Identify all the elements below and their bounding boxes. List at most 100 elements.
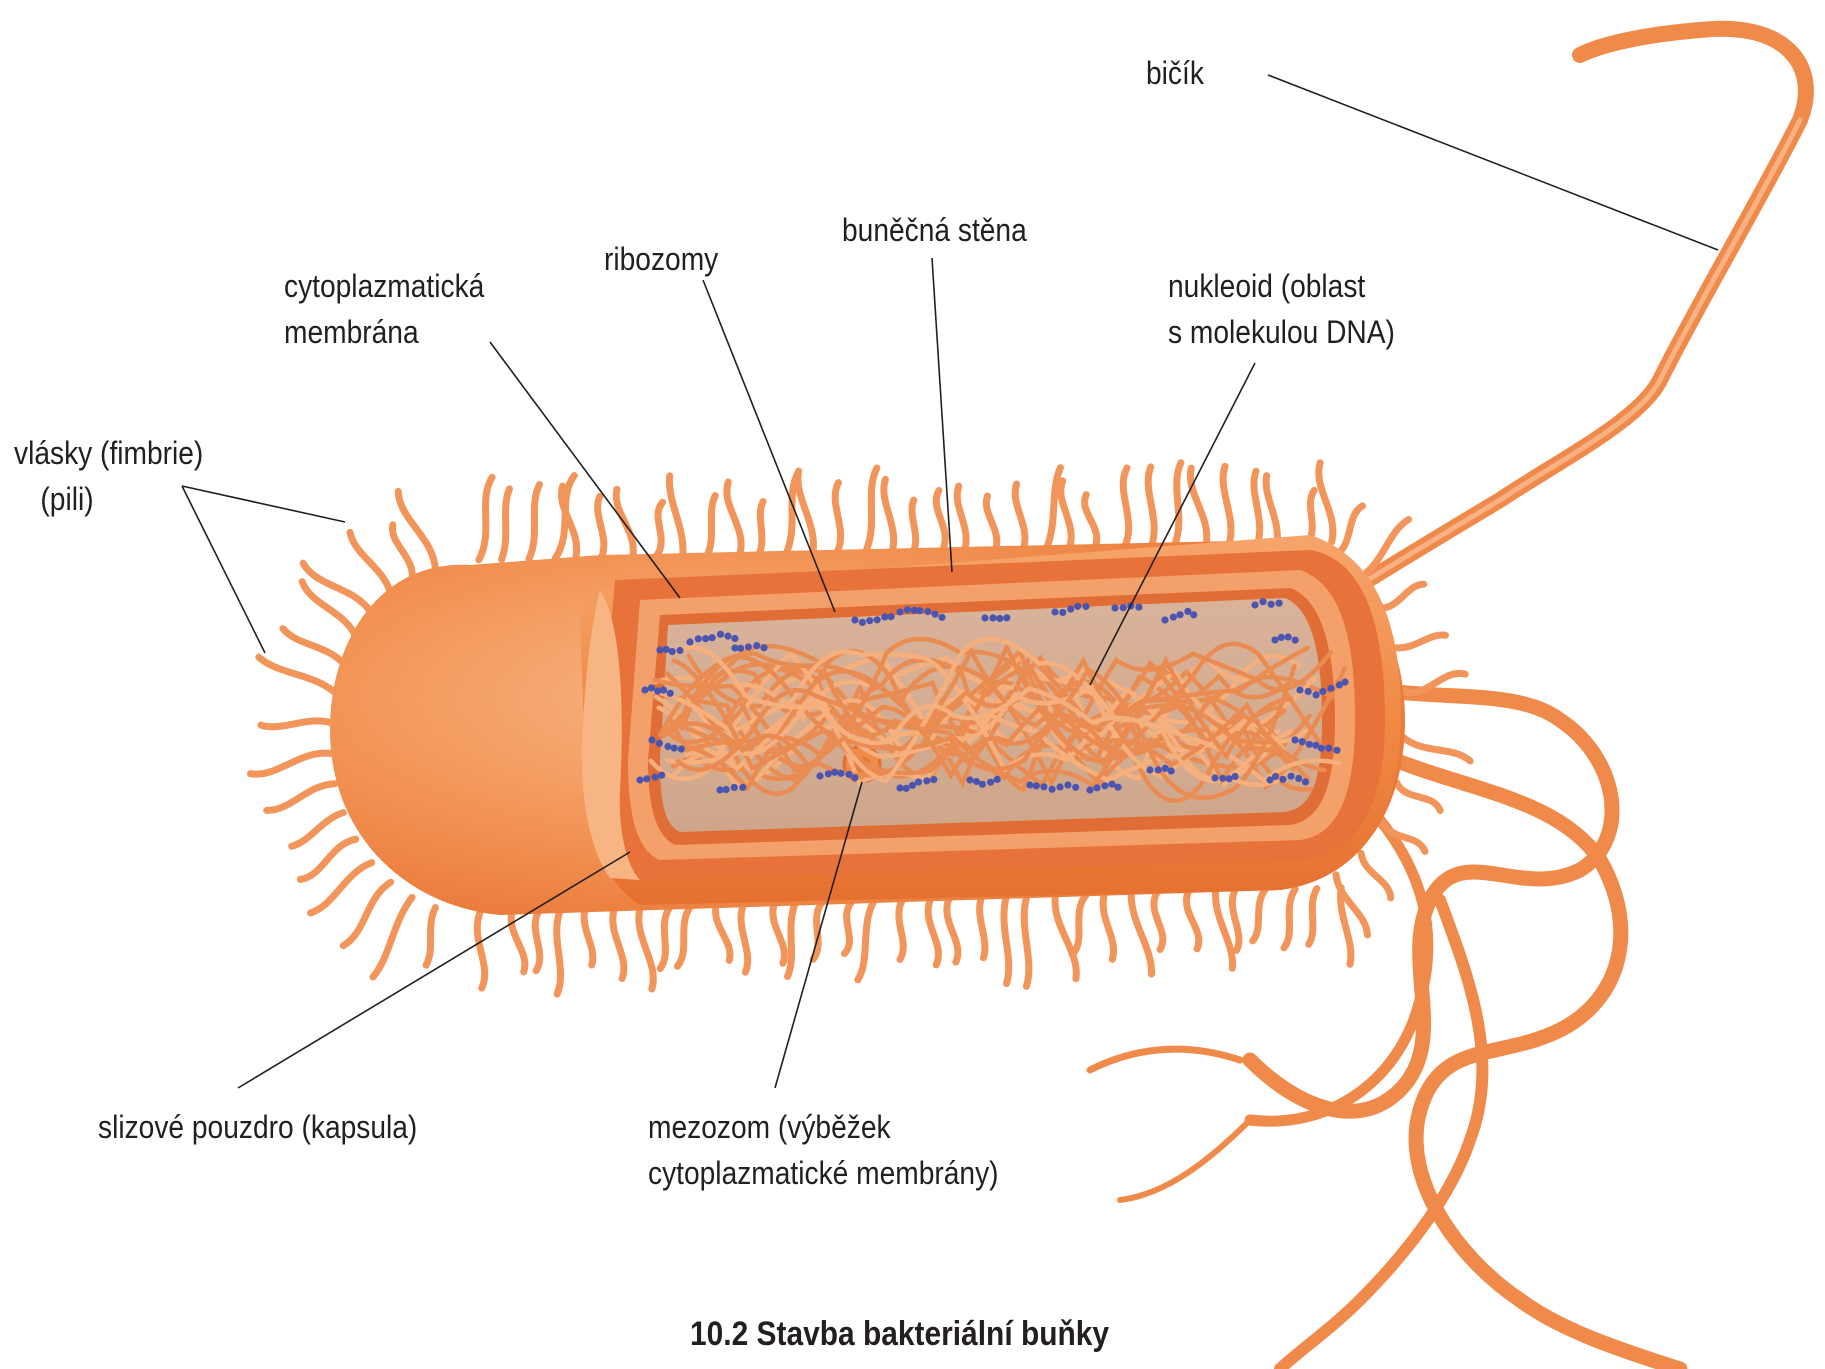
ribosome bbox=[1114, 784, 1121, 791]
ribosome bbox=[979, 781, 986, 788]
ribosome bbox=[669, 648, 676, 655]
pilus bbox=[535, 910, 540, 970]
ribosome bbox=[1120, 604, 1127, 611]
ribosome bbox=[1059, 609, 1066, 616]
pilus bbox=[741, 905, 748, 972]
pilus bbox=[300, 839, 356, 879]
ribosome bbox=[658, 772, 665, 779]
ribosome bbox=[1305, 688, 1312, 695]
label-nucleoid: nukleoid (oblast s molekulou DNA) bbox=[1168, 263, 1395, 355]
pilus bbox=[479, 477, 492, 560]
ribosome bbox=[881, 613, 888, 620]
ribosome bbox=[1003, 614, 1010, 621]
pilus bbox=[1004, 897, 1009, 983]
ribosome bbox=[717, 631, 724, 638]
ribosome bbox=[1026, 781, 1033, 788]
ribosome bbox=[1033, 782, 1040, 789]
ribosome bbox=[664, 743, 671, 750]
pilus bbox=[1382, 584, 1424, 608]
ribosome bbox=[656, 646, 663, 653]
pilus bbox=[283, 629, 343, 664]
pilus bbox=[1175, 463, 1181, 545]
ribosome bbox=[1101, 782, 1108, 789]
pilus bbox=[1055, 896, 1076, 979]
label-capsule: slizové pouzdro (kapsula) bbox=[98, 1104, 417, 1150]
flagellum-tail-2 bbox=[1090, 1049, 1240, 1070]
ribosome bbox=[1341, 679, 1348, 686]
pilus bbox=[727, 482, 741, 554]
pilus bbox=[1148, 467, 1154, 546]
ribosome bbox=[1082, 603, 1089, 610]
ribosome bbox=[1170, 614, 1177, 621]
ribosome bbox=[745, 643, 752, 650]
ribosome bbox=[641, 686, 648, 693]
ribosome bbox=[671, 745, 678, 752]
ribosome bbox=[938, 614, 945, 621]
pilus bbox=[1154, 893, 1163, 949]
pilus bbox=[502, 489, 510, 559]
ribosome bbox=[1064, 781, 1071, 788]
ribosome bbox=[966, 776, 973, 783]
ribosome bbox=[1268, 601, 1275, 608]
ribosome bbox=[816, 772, 823, 779]
pilus bbox=[957, 486, 966, 550]
pilus bbox=[392, 525, 412, 579]
ribosome bbox=[916, 607, 923, 614]
ribosome bbox=[851, 774, 858, 781]
pilus bbox=[947, 899, 958, 962]
ribosome bbox=[1327, 685, 1334, 692]
ribosome bbox=[896, 608, 903, 615]
ribosome bbox=[866, 617, 873, 624]
label-cell-wall: buněčná stěna bbox=[842, 207, 1027, 253]
ribosome bbox=[739, 784, 746, 791]
pilus bbox=[584, 909, 593, 965]
ribosome bbox=[1111, 604, 1118, 611]
pilus bbox=[598, 496, 604, 557]
ribosome bbox=[760, 644, 767, 651]
ribosome bbox=[1259, 598, 1266, 605]
pilus bbox=[899, 900, 903, 959]
ribosome bbox=[1292, 637, 1299, 644]
ribosome bbox=[709, 634, 716, 641]
label-ribosomes: ribozomy bbox=[604, 236, 718, 282]
ribosome bbox=[1051, 608, 1058, 615]
pilus bbox=[858, 901, 874, 980]
leader-pili-1 bbox=[182, 486, 345, 522]
ribosome bbox=[1291, 736, 1298, 743]
ribosome bbox=[924, 608, 931, 615]
ribosome bbox=[1272, 773, 1279, 780]
ribosome bbox=[686, 638, 693, 645]
pilus bbox=[912, 500, 916, 551]
pilus bbox=[1072, 895, 1086, 955]
pilus bbox=[986, 496, 997, 549]
pilus bbox=[1024, 897, 1029, 987]
ribosome bbox=[695, 635, 702, 642]
ribosome bbox=[1251, 601, 1258, 608]
pilus bbox=[677, 906, 690, 966]
pilus bbox=[639, 908, 654, 989]
ribosome bbox=[1271, 636, 1278, 643]
pilus bbox=[477, 912, 485, 988]
pilus bbox=[613, 908, 624, 978]
ribosome bbox=[643, 775, 650, 782]
pilus bbox=[1015, 484, 1025, 548]
ribosome bbox=[930, 776, 937, 783]
pilus bbox=[773, 904, 785, 963]
pilus bbox=[759, 502, 763, 554]
pilus bbox=[1103, 895, 1114, 960]
pilus bbox=[1223, 466, 1231, 544]
pilus bbox=[660, 907, 670, 969]
ribosome bbox=[1325, 745, 1332, 752]
pilus bbox=[1123, 468, 1128, 546]
label-mesosome: mezozom (výběžek cytoplazmatické membrán… bbox=[648, 1104, 999, 1196]
ribosome bbox=[874, 616, 881, 623]
pilus bbox=[267, 784, 335, 811]
pilus bbox=[1061, 481, 1071, 547]
pilus bbox=[303, 563, 372, 613]
ribosome bbox=[1093, 784, 1100, 791]
pilus bbox=[1319, 463, 1333, 542]
ribosome bbox=[1168, 767, 1175, 774]
ribosome bbox=[702, 635, 709, 642]
ribosome bbox=[989, 614, 996, 621]
